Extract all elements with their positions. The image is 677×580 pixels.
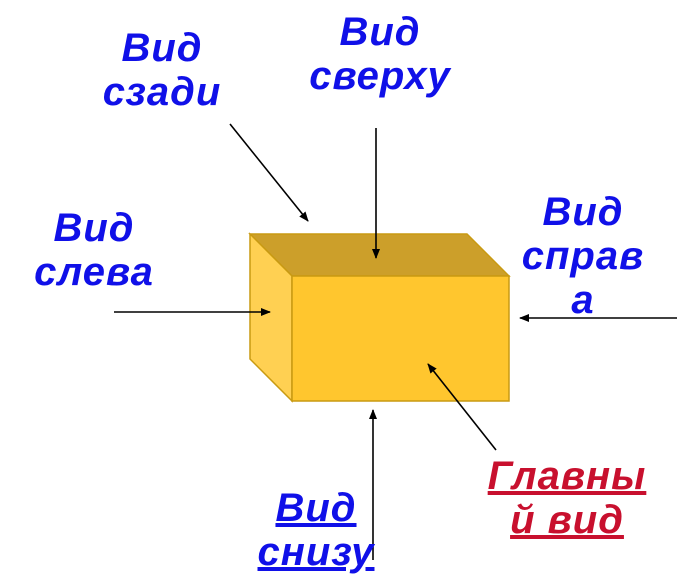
label-main-line1: Главны: [487, 454, 647, 498]
box-front-face: [291, 275, 510, 402]
label-top-view: Вид сверху: [290, 10, 470, 98]
box-top-face: [248, 233, 511, 277]
label-main-view: Главны й вид: [462, 454, 672, 542]
label-right-line2: справ: [521, 234, 645, 278]
label-bottom-line2: снизу: [257, 530, 375, 574]
label-right-line3: а: [571, 278, 595, 322]
label-back-line1: Вид: [121, 26, 203, 70]
label-bottom-line1: Вид: [275, 486, 357, 530]
label-left-line1: Вид: [53, 206, 135, 250]
label-top-line1: Вид: [339, 10, 421, 54]
label-back-view: Вид сзади: [82, 26, 242, 114]
label-left-line2: слева: [34, 250, 154, 294]
label-right-line1: Вид: [542, 190, 624, 234]
arrow-back: [229, 123, 309, 222]
box: [248, 232, 511, 403]
label-right-view: Вид справ а: [503, 190, 663, 322]
label-bottom-view: Вид снизу: [236, 486, 396, 574]
label-top-line2: сверху: [309, 54, 451, 98]
label-left-view: Вид слева: [14, 206, 174, 294]
arrow-main: [427, 363, 497, 451]
label-back-line2: сзади: [102, 70, 222, 114]
label-main-line2: й вид: [510, 498, 624, 542]
view-arrows: [114, 123, 677, 560]
